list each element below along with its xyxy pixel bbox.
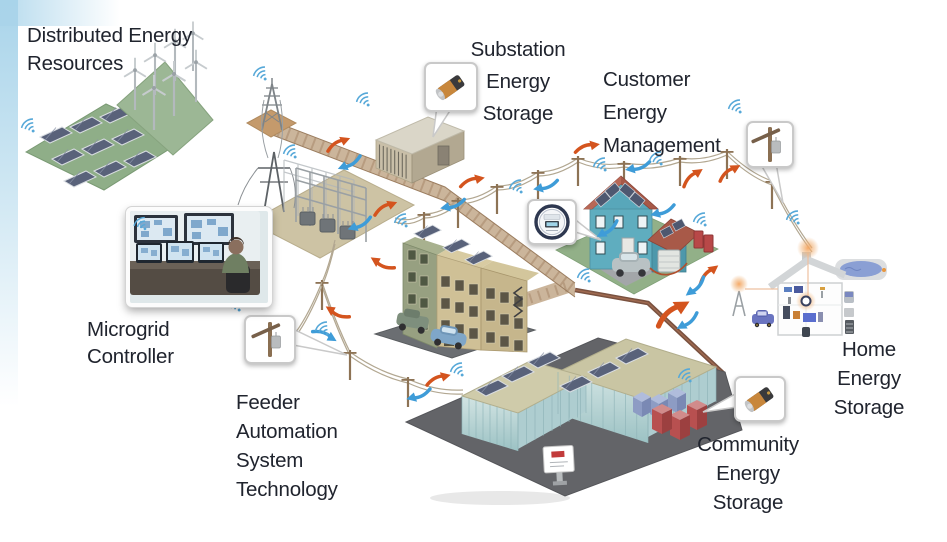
label-feeder-automation-system-technology: Feeder Automation System Technology bbox=[236, 391, 338, 501]
wind-farm bbox=[116, 20, 214, 156]
home-meter bbox=[800, 295, 812, 307]
community-battery-callout bbox=[734, 376, 786, 422]
transformers bbox=[299, 207, 356, 240]
roof-solar-panels bbox=[594, 182, 646, 208]
background-gradient-corner bbox=[0, 0, 120, 26]
smart-home-devices bbox=[783, 286, 854, 337]
substation-battery-callout bbox=[424, 62, 478, 112]
parked-cars bbox=[396, 308, 467, 350]
feeder-pole-callout bbox=[244, 315, 296, 364]
building-sign bbox=[542, 445, 575, 486]
smart-meter-icon bbox=[534, 204, 570, 240]
pole-transformer-icon bbox=[250, 321, 282, 358]
fire-escape bbox=[512, 286, 524, 318]
home-storage-units bbox=[693, 230, 704, 249]
transmission-tower bbox=[245, 78, 298, 159]
label-substation-energy-storage: Substation Energy Storage bbox=[470, 38, 566, 125]
label-community-energy-storage: Community Energy Storage bbox=[697, 433, 799, 514]
label-customer-energy-management: Customer Energy Management bbox=[603, 68, 721, 157]
community-storage-units bbox=[633, 388, 707, 440]
background-gradient bbox=[0, 0, 18, 542]
home-antenna bbox=[732, 290, 746, 317]
home-energy-schematic bbox=[730, 237, 887, 337]
ev-car bbox=[752, 310, 774, 328]
label-home-energy-storage: Home Energy Storage bbox=[833, 338, 905, 419]
operator-person bbox=[222, 237, 250, 293]
garage bbox=[647, 218, 700, 273]
microgrid-controller-photo bbox=[126, 207, 272, 307]
control-room-image bbox=[130, 211, 260, 295]
battery-icon bbox=[743, 386, 775, 414]
pole-transformer-icon bbox=[750, 126, 782, 163]
substation-storage-building bbox=[374, 116, 466, 184]
commercial-building bbox=[404, 337, 743, 505]
callout-tails bbox=[292, 105, 784, 413]
label-distributed-energy-resources: Distributed Energy Resources bbox=[27, 24, 193, 75]
customer-pole-callout bbox=[746, 121, 794, 168]
charging-cable bbox=[649, 262, 688, 276]
customer-house bbox=[555, 175, 719, 295]
smart-meter-callout bbox=[527, 199, 577, 245]
label-microgrid-controller: Microgrid Controller bbox=[87, 318, 174, 368]
apartment-buildings bbox=[373, 224, 539, 359]
battery-icon bbox=[434, 74, 466, 102]
electric-car bbox=[612, 252, 650, 277]
desk-monitors bbox=[136, 241, 224, 263]
